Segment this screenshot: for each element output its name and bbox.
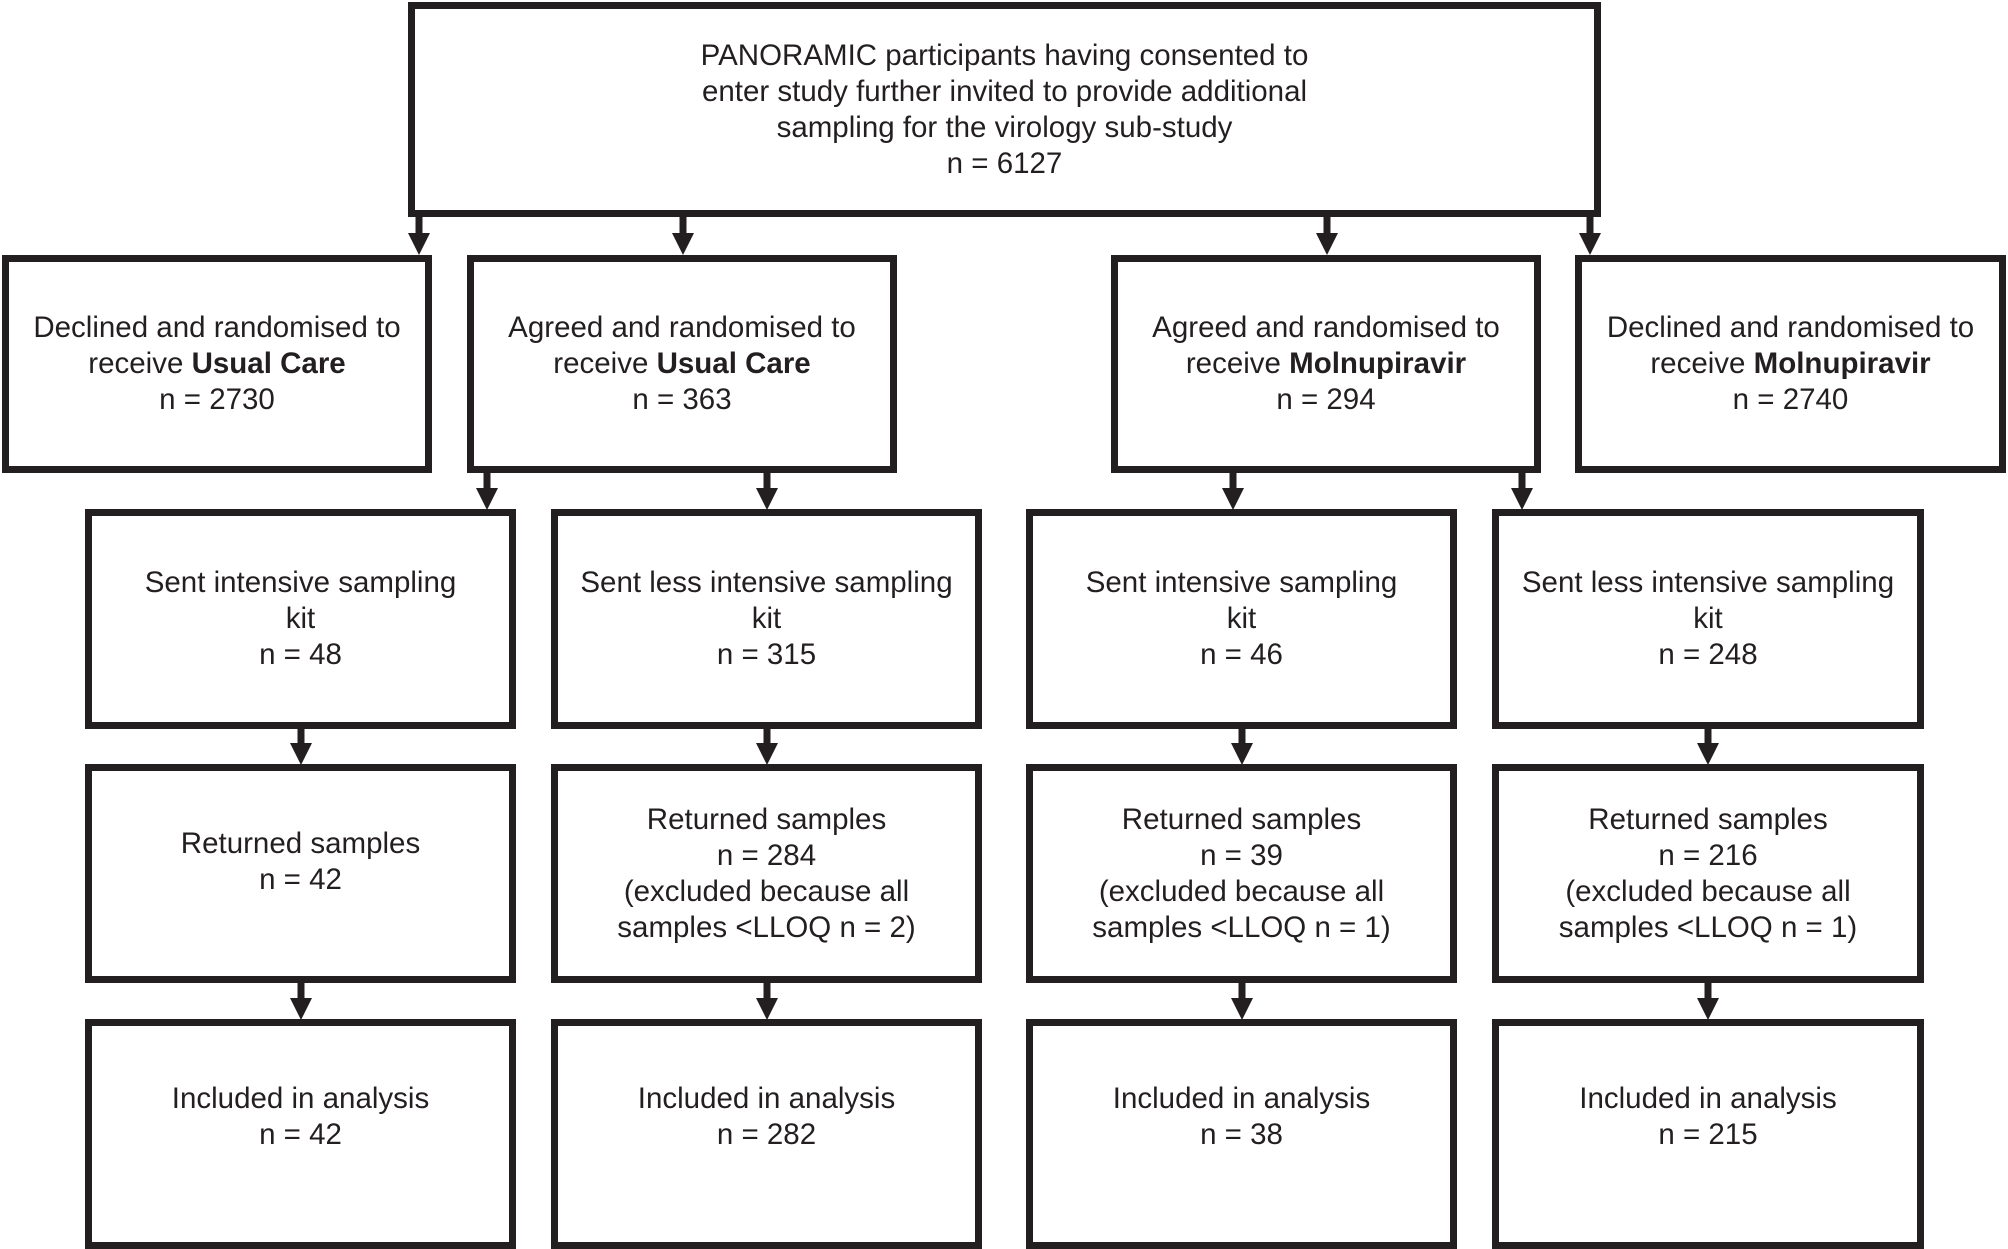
- arm-box-declined-usual-care: Declined and randomised to receive Usual…: [2, 255, 432, 473]
- included-count: n = 215: [1658, 1118, 1758, 1151]
- root-line-2: enter study further invited to provide a…: [701, 74, 1308, 108]
- arm-prefix: receive: [1650, 347, 1754, 380]
- excluded-note-line-1: (excluded because all: [1098, 874, 1385, 908]
- excluded-note-line-2: samples <LLOQ n = 1): [1558, 910, 1858, 944]
- returned-label: Returned samples: [646, 802, 887, 836]
- arm-box-agreed-usual-care: Agreed and randomised to receive Usual C…: [467, 255, 897, 473]
- returned-box-1: Returned samples n = 42: [85, 764, 516, 983]
- included-label: Included in analysis: [1112, 1082, 1371, 1115]
- returned-count: n = 42: [259, 863, 342, 896]
- kit-count: n = 315: [716, 638, 817, 671]
- included-count: n = 38: [1200, 1118, 1283, 1151]
- arm-count: n = 294: [1276, 383, 1376, 416]
- included-count: n = 42: [259, 1118, 342, 1151]
- arm-box-agreed-molnupiravir: Agreed and randomised to receive Molnupi…: [1111, 255, 1541, 473]
- arm-treatment: Usual Care: [656, 347, 811, 380]
- root-count: n = 6127: [946, 146, 1063, 180]
- excluded-note-line-1: (excluded because all: [623, 874, 910, 908]
- included-label: Included in analysis: [171, 1082, 430, 1115]
- returned-label: Returned samples: [180, 827, 421, 860]
- kit-box-intensive-usual-care: Sent intensive sampling kit n = 48: [85, 509, 516, 729]
- returned-label: Returned samples: [1121, 802, 1362, 836]
- kit-line-2: kit: [1693, 602, 1723, 635]
- returned-box-3: Returned samples n = 39 (excluded becaus…: [1026, 764, 1457, 983]
- returned-count: n = 39: [1200, 838, 1283, 872]
- arm-count: n = 2730: [159, 383, 275, 416]
- returned-count: n = 216: [1658, 838, 1758, 872]
- arm-prefix: receive: [553, 347, 657, 380]
- root-box: PANORAMIC participants having consented …: [408, 2, 1601, 217]
- excluded-note-line-2: samples <LLOQ n = 2): [617, 910, 916, 944]
- kit-line-1: Sent intensive sampling: [144, 566, 457, 599]
- excluded-note-line-1: (excluded because all: [1565, 874, 1851, 908]
- arm-line-1: Agreed and randomised to: [1152, 311, 1500, 344]
- arm-count: n = 363: [632, 383, 732, 416]
- returned-count: n = 284: [716, 838, 817, 872]
- kit-count: n = 48: [259, 638, 342, 671]
- arm-prefix: receive: [88, 347, 192, 380]
- arm-prefix: receive: [1185, 347, 1290, 380]
- arm-treatment: Usual Care: [191, 347, 346, 380]
- kit-box-less-intensive-usual-care: Sent less intensive sampling kit n = 315: [551, 509, 982, 729]
- arm-line-1: Declined and randomised to: [1606, 311, 1975, 344]
- returned-label: Returned samples: [1588, 802, 1828, 836]
- arm-line-1: Declined and randomised to: [33, 311, 401, 344]
- included-count: n = 282: [716, 1118, 817, 1151]
- included-box-2: Included in analysis n = 282: [551, 1019, 982, 1249]
- kit-box-less-intensive-molnupiravir: Sent less intensive sampling kit n = 248: [1492, 509, 1924, 729]
- arm-line-1: Agreed and randomised to: [508, 311, 856, 344]
- arm-treatment: Molnupiravir: [1753, 347, 1931, 380]
- kit-line-1: Sent intensive sampling: [1085, 566, 1398, 599]
- kit-line-1: Sent less intensive sampling: [1521, 566, 1895, 599]
- kit-line-2: kit: [751, 602, 782, 635]
- arm-box-declined-molnupiravir: Declined and randomised to receive Molnu…: [1575, 255, 2006, 473]
- root-line-1: PANORAMIC participants having consented …: [700, 38, 1309, 72]
- kit-line-1: Sent less intensive sampling: [580, 566, 953, 599]
- included-box-3: Included in analysis n = 38: [1026, 1019, 1457, 1249]
- kit-line-2: kit: [285, 602, 316, 635]
- included-label: Included in analysis: [637, 1082, 896, 1115]
- kit-count: n = 248: [1658, 638, 1758, 671]
- kit-box-intensive-molnupiravir: Sent intensive sampling kit n = 46: [1026, 509, 1457, 729]
- included-box-4: Included in analysis n = 215: [1492, 1019, 1924, 1249]
- returned-box-2: Returned samples n = 284 (excluded becau…: [551, 764, 982, 983]
- returned-box-4: Returned samples n = 216 (excluded becau…: [1492, 764, 1924, 983]
- arm-treatment: Molnupiravir: [1289, 347, 1467, 380]
- kit-line-2: kit: [1226, 602, 1257, 635]
- included-box-1: Included in analysis n = 42: [85, 1019, 516, 1249]
- kit-count: n = 46: [1200, 638, 1283, 671]
- root-line-3: sampling for the virology sub-study: [776, 110, 1233, 144]
- excluded-note-line-2: samples <LLOQ n = 1): [1092, 910, 1391, 944]
- included-label: Included in analysis: [1579, 1082, 1837, 1115]
- arm-count: n = 2740: [1732, 383, 1849, 416]
